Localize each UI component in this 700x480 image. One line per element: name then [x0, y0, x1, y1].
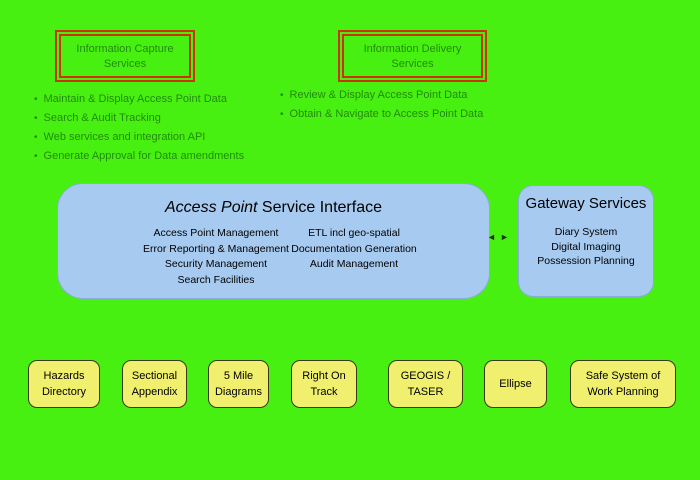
service-item: Documentation Generation — [291, 242, 417, 255]
capture-bullet-1: • Maintain & Display Access Point Data — [34, 90, 244, 109]
service-interface-title-italic: Access Point — [165, 199, 258, 216]
system-label-line: Right On — [302, 370, 346, 382]
system-label-line: Track — [310, 386, 338, 398]
system-box-safe-system-of-work-planning: Safe System of Work Planning — [570, 360, 676, 408]
service-interface-left-column: Access Point Management Error Reporting … — [91, 226, 341, 288]
system-label-line: Hazards — [43, 370, 85, 382]
gateway-item: Possession Planning — [537, 255, 635, 267]
capture-bullet-2-text: Search & Audit Tracking — [43, 112, 161, 124]
delivery-bullet-1-text: Review & Display Access Point Data — [289, 89, 468, 101]
system-box-right-on-track: Right On Track — [291, 360, 357, 408]
gateway-item: Diary System — [554, 226, 618, 238]
information-capture-box-inner: Information Capture Services — [59, 34, 191, 78]
system-box-ellipse: Ellipse — [484, 360, 547, 408]
system-box-5-mile-diagrams: 5 Mile Diagrams — [208, 360, 269, 408]
information-delivery-title-line1: Information Delivery — [363, 42, 462, 55]
service-item: ETL incl geo-spatial — [308, 227, 400, 239]
capture-bullet-2: • Search & Audit Tracking — [34, 109, 244, 128]
service-interface-title-rest: Service Interface — [257, 199, 382, 216]
service-item: Search Facilities — [177, 273, 255, 286]
gateway-item: Digital Imaging — [551, 240, 621, 253]
information-delivery-box: Information Delivery Services — [338, 30, 487, 82]
capture-bullet-3-text: Web services and integration API — [43, 131, 206, 143]
service-item: Access Point Management — [153, 227, 279, 239]
information-capture-title-line2: Services — [103, 57, 147, 70]
bullet-icon: • — [34, 94, 38, 105]
service-item: Audit Management — [309, 258, 399, 270]
service-interface-title: Access Point Service Interface — [58, 199, 489, 217]
bullet-icon: • — [34, 151, 38, 162]
system-box-geogis-taser: GEOGIS / TASER — [388, 360, 463, 408]
gateway-services-panel: Gateway Services Diary System Digital Im… — [518, 185, 654, 297]
information-capture-title-line1: Information Capture — [76, 42, 174, 55]
service-item: Error Reporting & Management — [143, 242, 289, 255]
bullet-icon: • — [34, 113, 38, 124]
service-interface-panel: Access Point Service Interface Access Po… — [57, 183, 490, 299]
system-label-line: Directory — [41, 386, 86, 398]
information-delivery-title-line2: Services — [391, 57, 434, 70]
information-delivery-box-inner: Information Delivery Services — [342, 34, 483, 78]
delivery-bullet-list: • Review & Display Access Point Data • Obt… — [280, 86, 483, 124]
delivery-bullet-2: • Obtain & Navigate to Access Point Data — [280, 105, 483, 124]
system-label-line: TASER — [407, 386, 444, 398]
delivery-bullet-2-text: Obtain & Navigate to Access Point Data — [289, 108, 484, 120]
system-label-line: 5 Mile — [223, 370, 254, 382]
system-label-line: Work Planning — [587, 386, 659, 398]
capture-bullet-3: • Web services and integration API — [34, 128, 244, 147]
system-label-line: Diagrams — [214, 386, 263, 398]
service-item: Security Management — [164, 258, 268, 270]
system-label-line: GEOGIS / — [400, 370, 451, 382]
arrow-left-icon: ◄ — [487, 232, 496, 242]
capture-bullet-4-text: Generate Approval for Data amendments — [43, 150, 245, 162]
capture-bullet-list: • Maintain & Display Access Point Data • S… — [34, 90, 244, 166]
delivery-bullet-1: • Review & Display Access Point Data — [280, 86, 483, 105]
system-label-line: Sectional — [131, 370, 178, 382]
system-box-hazards-directory: Hazards Directory — [28, 360, 100, 408]
capture-bullet-4: • Generate Approval for Data amendments — [34, 147, 244, 166]
system-box-sectional-appendix: Sectional Appendix — [122, 360, 187, 408]
capture-bullet-1-text: Maintain & Display Access Point Data — [43, 93, 227, 105]
system-label-line: Ellipse — [499, 378, 532, 390]
bullet-icon: • — [280, 109, 284, 120]
gateway-services-items: Diary System Digital Imaging Possession … — [519, 225, 653, 269]
service-interface-right-column: ETL incl geo-spatial Documentation Gener… — [279, 226, 429, 273]
system-label-line: Safe System of — [585, 370, 661, 382]
information-capture-box: Information Capture Services — [55, 30, 195, 82]
bullet-icon: • — [34, 132, 38, 143]
gateway-services-title: Gateway Services — [525, 195, 647, 212]
arrow-right-icon: ► — [500, 232, 509, 242]
bullet-icon: • — [280, 90, 284, 101]
system-label-line: Appendix — [131, 386, 178, 398]
